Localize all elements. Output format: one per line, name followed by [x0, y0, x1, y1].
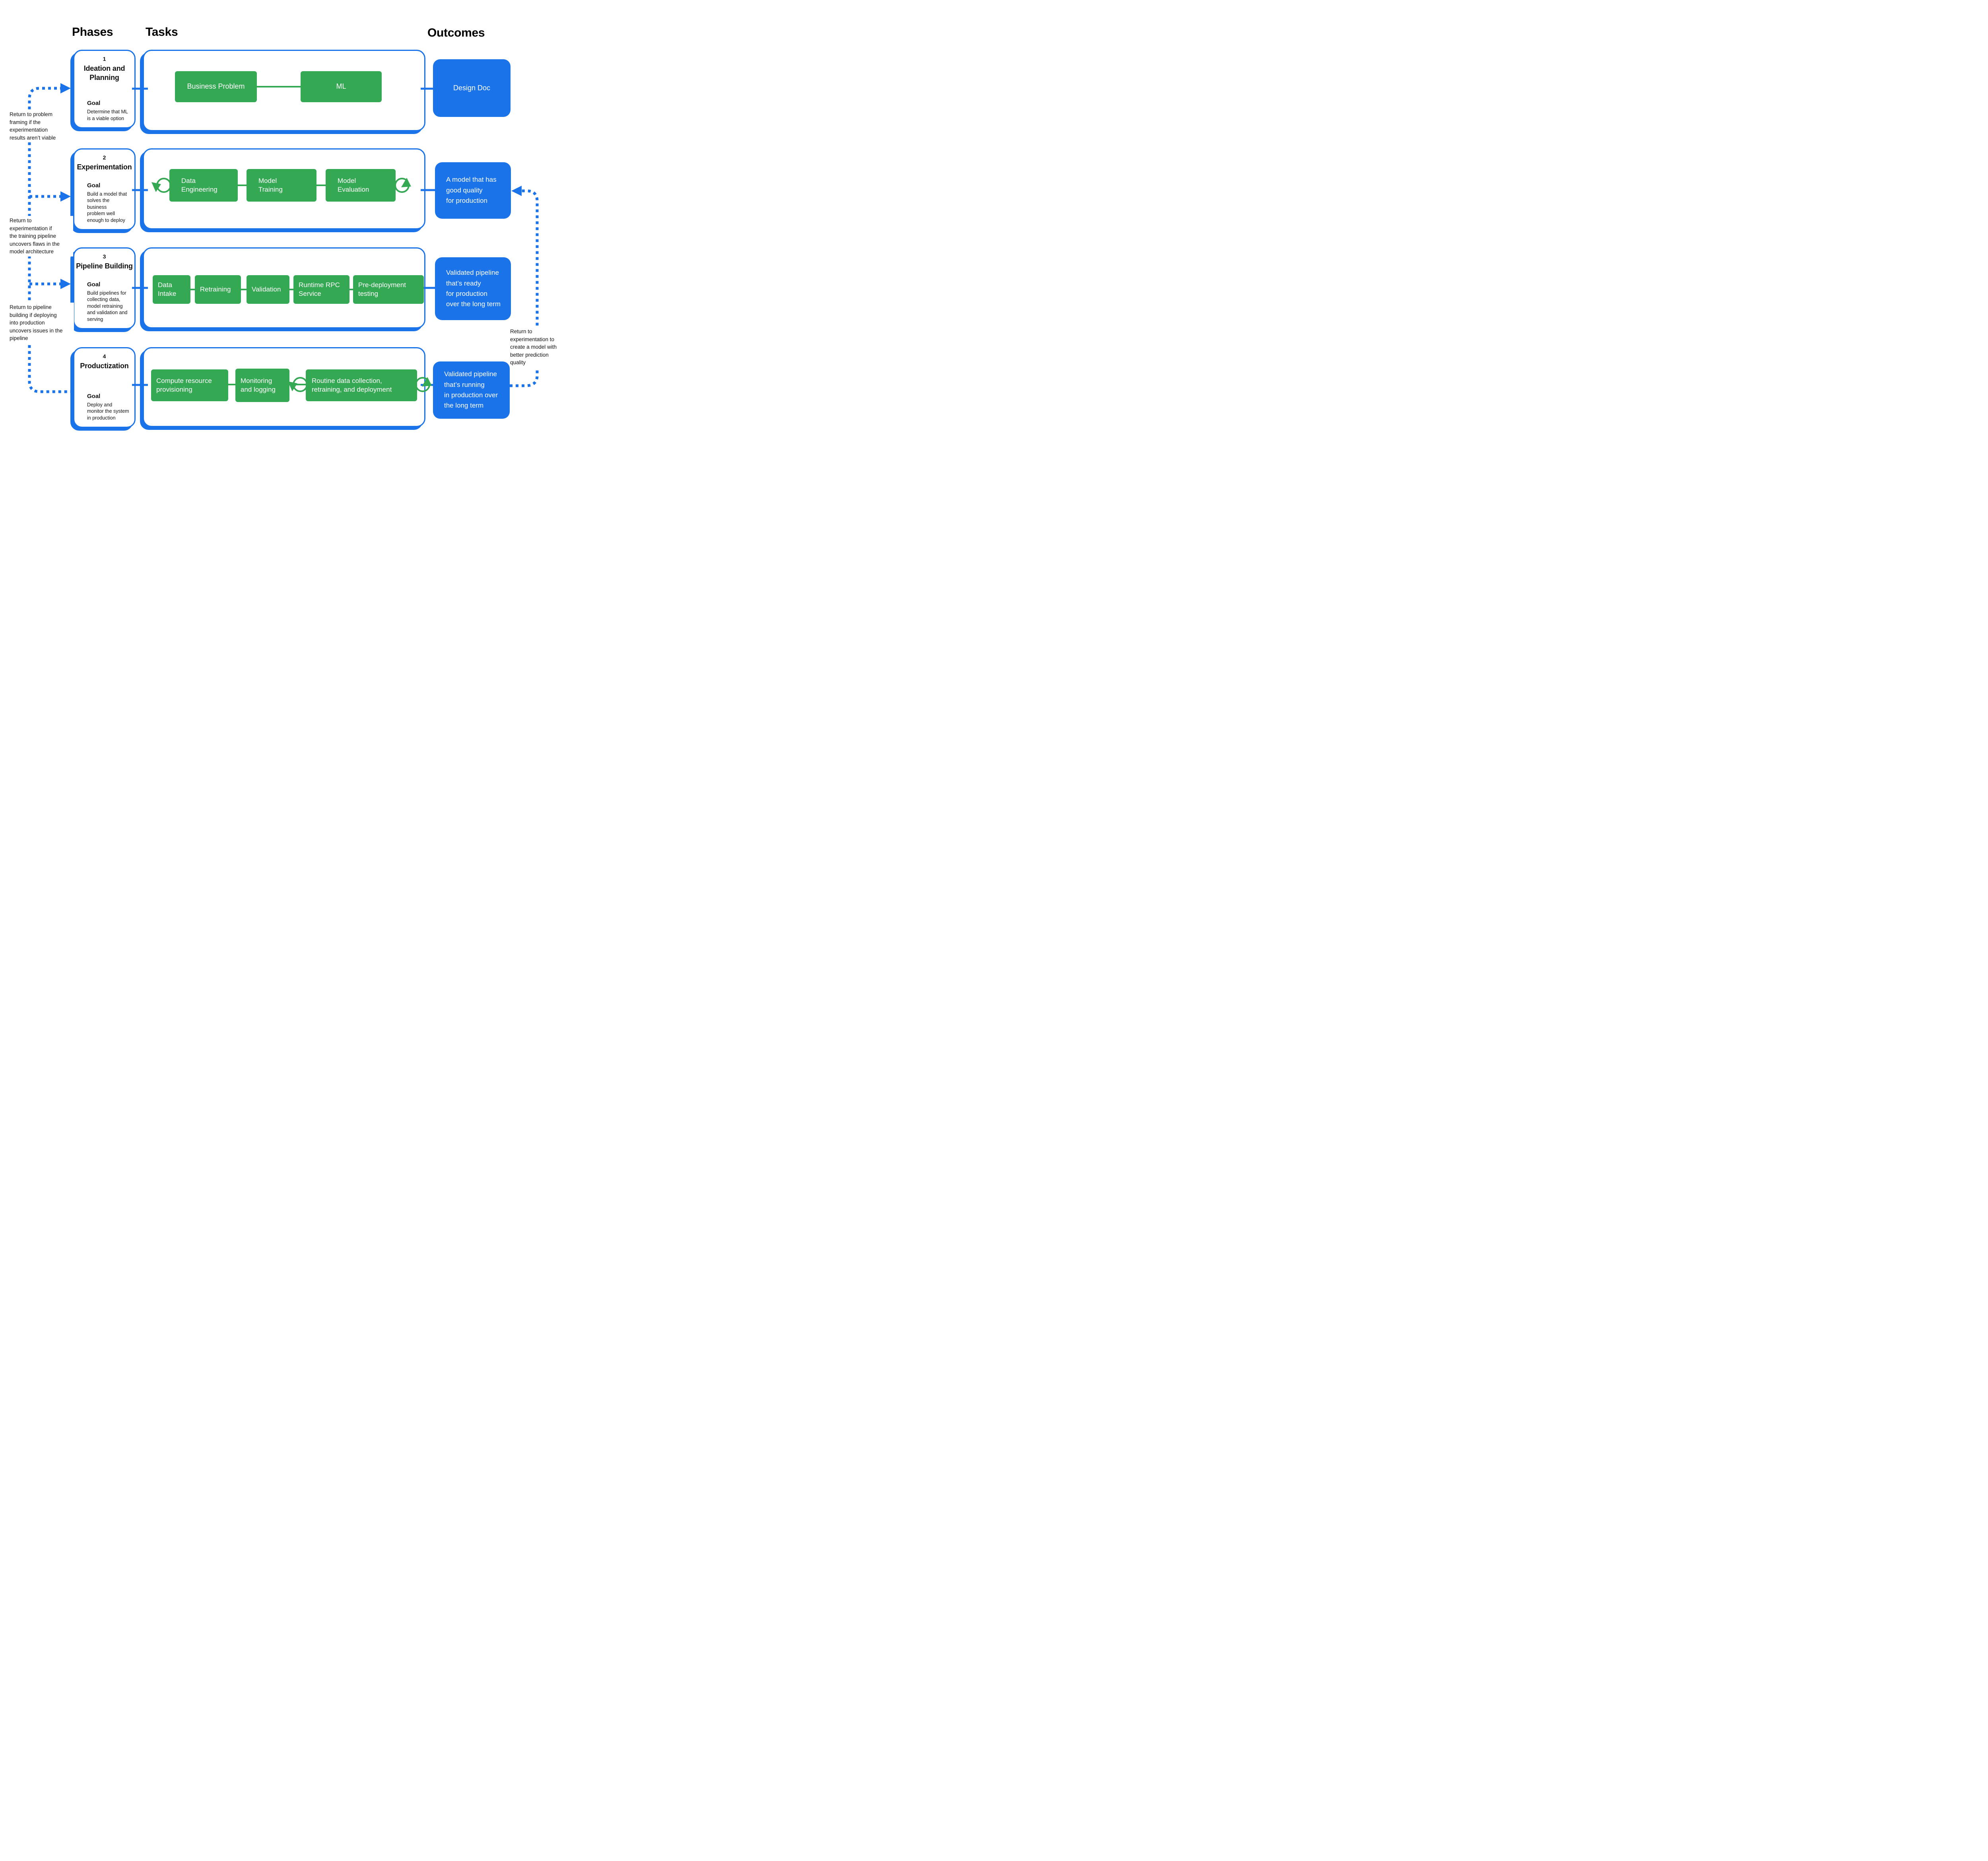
arrowhead-right-icon	[60, 83, 71, 93]
goal-section: Goal Build a model that solves the busin…	[74, 182, 134, 224]
goal-section: Goal Determine that ML is a viable optio…	[74, 100, 134, 122]
note-return-to-pipeline-building: Return to pipeline building if deploying…	[10, 303, 74, 343]
goal-label: Goal	[87, 392, 101, 400]
task-model-training: Model Training	[247, 169, 316, 202]
arrowhead-left-icon	[511, 186, 522, 196]
goal-section: Goal Deploy and monitor the system in pr…	[74, 393, 134, 422]
blue-connector-lines	[132, 87, 437, 386]
phases-column-header: Phases	[72, 25, 113, 39]
goal-label: Goal	[87, 100, 101, 107]
task-routine-data-collection: Routine data collection, retraining, and…	[306, 369, 417, 401]
phase-card-ideation: 1 Ideation and Planning Goal Determine t…	[73, 50, 136, 128]
outcome-design-doc: Design Doc	[433, 59, 511, 117]
task-data-intake: Data Intake	[153, 275, 190, 304]
outcome-validated-pipeline-running: Validated pipeline that’s running in pro…	[433, 361, 510, 419]
task-model-evaluation: Model Evaluation	[326, 169, 396, 202]
dashed-return-paths	[28, 87, 539, 393]
note-return-to-experimentation-quality: Return to experimentation to create a mo…	[510, 327, 564, 367]
goal-text: Deploy and monitor the system in product…	[87, 402, 129, 421]
goal-text: Build pipelines for collecting data, mod…	[87, 290, 128, 322]
phase-title: Pipeline Building	[76, 262, 133, 270]
task-business-problem: Business Problem	[175, 71, 257, 102]
phase-title: Ideation and Planning	[83, 64, 125, 82]
goal-text: Determine that ML is a viable option	[87, 109, 128, 121]
goal-label: Goal	[87, 281, 101, 288]
phase-title: Productization	[80, 362, 129, 370]
task-runtime-rpc-service: Runtime RPC Service	[293, 275, 349, 304]
phase-card-experimentation: 2 Experimentation Goal Build a model tha…	[73, 148, 136, 230]
phase-number: 3	[103, 253, 106, 260]
task-data-engineering: Data Engineering	[169, 169, 238, 202]
task-compute-resource-provisioning: Compute resource provisioning	[151, 369, 228, 401]
green-task-connectors	[190, 86, 353, 385]
phase-card-pipeline-building: 3 Pipeline Building Goal Build pipelines…	[73, 247, 136, 329]
arrowhead-right-icon	[60, 191, 71, 202]
goal-section: Goal Build pipelines for collecting data…	[74, 281, 134, 323]
task-pre-deployment-testing: Pre-deployment testing	[353, 275, 424, 304]
phase-number: 2	[103, 154, 106, 161]
mlops-phases-diagram: Phases Tasks Outcomes	[0, 0, 564, 465]
note-return-to-problem-framing: Return to problem framing if the experim…	[10, 110, 69, 143]
task-retraining: Retraining	[195, 275, 241, 304]
task-validation: Validation	[247, 275, 289, 304]
note-return-to-experimentation: Return to experimentation if the trainin…	[10, 216, 73, 256]
task-monitoring-and-logging: Monitoring and logging	[235, 369, 289, 402]
outcomes-column-header: Outcomes	[427, 26, 485, 39]
phase-title: Experimentation	[77, 163, 132, 171]
outcome-quality-model: A model that has good quality for produc…	[435, 162, 511, 219]
task-ml: ML	[301, 71, 382, 102]
arrowhead-right-icon	[60, 279, 71, 289]
outcome-validated-pipeline-ready: Validated pipeline that’s ready for prod…	[435, 257, 511, 320]
goal-label: Goal	[87, 182, 101, 189]
goal-text: Build a model that solves the business p…	[87, 191, 127, 223]
phase-number: 1	[103, 56, 106, 62]
phase-card-productization: 4 Productization Goal Deploy and monitor…	[73, 347, 136, 428]
phase-number: 4	[103, 353, 106, 359]
tasks-column-header: Tasks	[146, 25, 178, 39]
